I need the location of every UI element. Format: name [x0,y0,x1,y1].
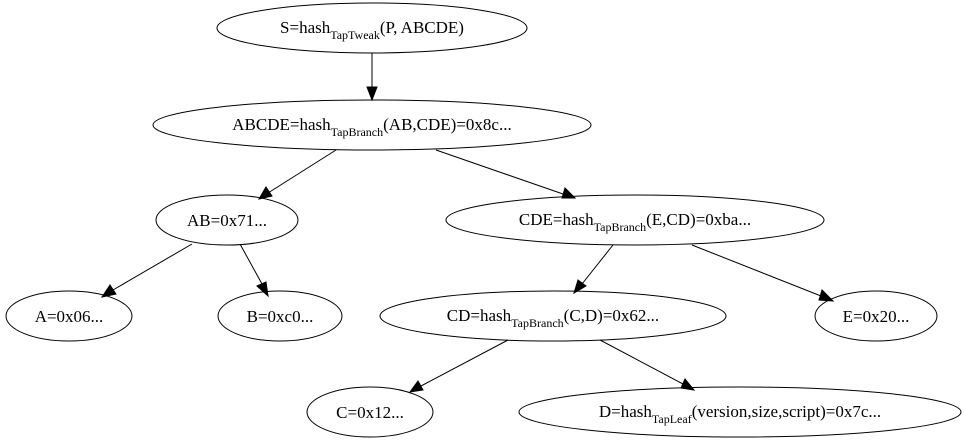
edges [100,53,835,393]
node-ab-ellipse [155,194,299,246]
node-e-label: E=0x20... [843,307,910,326]
edge-abcde-to-cde [435,149,564,195]
arrowhead-ab [257,186,273,200]
node-a: A=0x06... [5,290,133,342]
arrowhead-cd [573,279,587,295]
node-a-label: A=0x06... [35,307,104,326]
node-d-label: D=hashTapLeaf(version,size,script)=0x7c.… [599,402,881,426]
node-abcde-ellipse [152,99,592,151]
arrowhead-c [408,380,424,393]
edge-ab-to-a [112,243,193,291]
edge-ab-to-b [239,243,263,285]
node-ab-label: AB=0x71... [187,211,267,230]
node-cde-label: CDE=hashTapBranch(E,CD)=0xba... [519,210,751,234]
node-ab: AB=0x71... [155,194,299,246]
node-abcde-label: ABCDE=hashTapBranch(AB,CDE)=0x8c... [232,115,511,139]
edge-cde-to-e [691,244,822,297]
node-abcde: ABCDE=hashTapBranch(AB,CDE)=0x8c... [152,99,592,151]
edge-cde-to-cd [581,244,614,285]
node-cd-label: CD=hashTapBranch(C,D)=0x62... [447,306,659,330]
edge-cd-to-d [599,339,684,385]
node-d-ellipse [518,386,962,438]
node-d: D=hashTapLeaf(version,size,script)=0x7c.… [518,386,962,438]
edge-abcde-to-ab [267,149,337,194]
node-s-ellipse [216,2,528,54]
node-e-ellipse [814,290,938,342]
arrowhead-d [680,378,696,391]
node-a-ellipse [5,290,133,342]
node-c-ellipse [306,386,434,438]
node-cde: CDE=hashTapBranch(E,CD)=0xba... [445,194,825,246]
arrowhead-b [256,281,269,298]
node-b-ellipse [217,290,343,342]
node-s: S=hashTapTweak(P, ABCDE) [216,2,528,54]
node-e: E=0x20... [814,290,938,342]
arrowhead-e [818,289,835,302]
node-cde-ellipse [445,194,825,246]
node-c-label: C=0x12... [336,403,404,422]
arrowhead-a [100,284,117,298]
node-b: B=0xc0... [217,290,343,342]
edge-cd-to-c [420,339,509,387]
node-cd: CD=hashTapBranch(C,D)=0x62... [379,290,727,342]
arrowhead-cde [561,187,577,199]
node-s-label: S=hashTapTweak(P, ABCDE) [280,18,464,42]
node-cd-ellipse [379,290,727,342]
node-c: C=0x12... [306,386,434,438]
arrowhead-abcde [366,86,378,102]
node-b-label: B=0xc0... [247,307,314,326]
